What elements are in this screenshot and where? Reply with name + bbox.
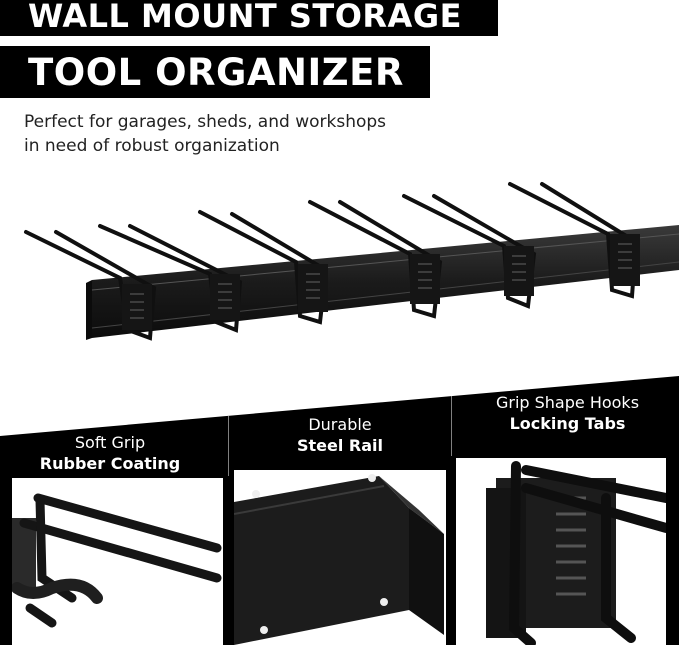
rubber-grip-hook-photo bbox=[12, 478, 223, 645]
feature-3-line-1: Grip Shape Hooks bbox=[495, 393, 640, 412]
feature-steel-rail: Durable Steel Rail bbox=[240, 414, 440, 456]
title-line-2-text: TOOL ORGANIZER bbox=[28, 50, 404, 94]
steel-rail-photo bbox=[234, 470, 446, 645]
feature-1-line-2: Rubber Coating bbox=[39, 454, 181, 473]
divider-1 bbox=[228, 416, 229, 476]
feature-3-line-2: Locking Tabs bbox=[509, 414, 626, 433]
locking-tab-hook-photo bbox=[456, 458, 666, 645]
feature-locking-tabs: Grip Shape Hooks Locking Tabs bbox=[460, 392, 675, 434]
title-line-2: TOOL ORGANIZER bbox=[0, 46, 430, 98]
subtitle: Perfect for garages, sheds, and workshop… bbox=[24, 110, 444, 158]
rail-with-hooks-image bbox=[24, 182, 679, 341]
subtitle-line-1: Perfect for garages, sheds, and workshop… bbox=[24, 112, 387, 132]
feature-rubber-coating: Soft Grip Rubber Coating bbox=[10, 432, 210, 474]
feature-2-line-1: Durable bbox=[308, 415, 372, 434]
title-line-1: WALL MOUNT STORAGE bbox=[0, 0, 498, 36]
title-line-1-text: WALL MOUNT STORAGE bbox=[28, 0, 462, 35]
subtitle-line-2: in need of robust organization bbox=[24, 136, 280, 156]
divider-2 bbox=[451, 396, 452, 456]
feature-2-line-2: Steel Rail bbox=[296, 436, 383, 455]
feature-1-line-1: Soft Grip bbox=[74, 433, 146, 452]
features-band: Soft Grip Rubber Coating Durable Steel R… bbox=[0, 376, 679, 645]
